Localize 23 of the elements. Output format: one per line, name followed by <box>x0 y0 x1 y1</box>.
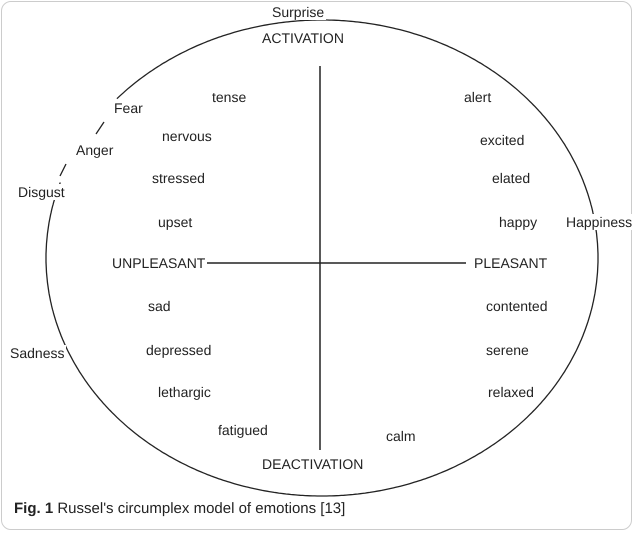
emotion-label: Disgust <box>16 184 67 200</box>
emotion-label: sad <box>146 298 173 314</box>
axis-label: DEACTIVATION <box>260 456 366 472</box>
emotion-label: lethargic <box>156 384 213 400</box>
axis-label: ACTIVATION <box>260 30 346 46</box>
emotion-label: Surprise <box>270 4 326 20</box>
emotion-label: Anger <box>74 142 116 158</box>
emotion-label: Fear <box>112 100 145 116</box>
emotion-label: contented <box>484 298 550 314</box>
emotion-label: depressed <box>144 342 214 358</box>
emotion-label: happy <box>497 214 540 230</box>
emotion-label: calm <box>384 428 418 444</box>
emotion-label: fatigued <box>216 422 270 438</box>
emotion-label: alert <box>462 89 494 105</box>
figure-caption: Fig. 1 Russel's circumplex model of emotions [13] <box>14 500 346 517</box>
axis-label: UNPLEASANT <box>110 255 208 271</box>
emotion-label: Sadness <box>8 345 66 361</box>
emotion-label: relaxed <box>486 384 536 400</box>
emotion-label: elated <box>490 170 532 186</box>
emotion-label: Happiness <box>564 214 634 230</box>
emotion-label: excited <box>478 132 526 148</box>
emotion-label: stressed <box>150 170 207 186</box>
axis-label: PLEASANT <box>472 255 550 271</box>
